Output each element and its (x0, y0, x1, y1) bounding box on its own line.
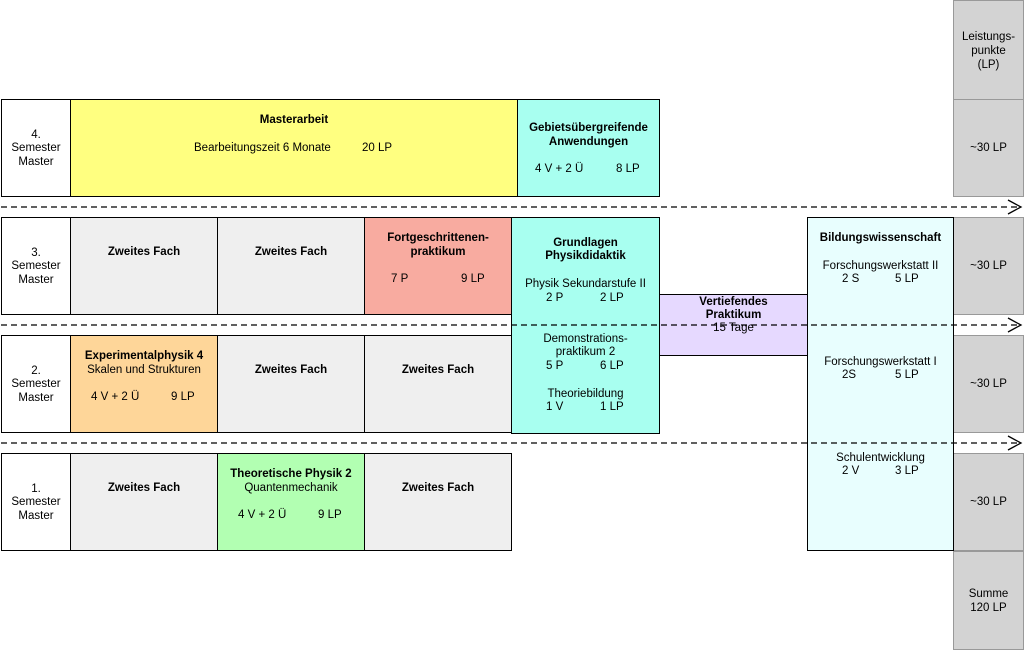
masterarbeit-duration: Bearbeitungszeit 6 Monate (194, 142, 331, 154)
masterarbeit-lp: 20 LP (362, 142, 393, 154)
semester-label-4: 4. Semester Master (1, 99, 71, 197)
module-masterarbeit: Masterarbeit Bearbeitungszeit 6 Monate 2… (70, 99, 518, 197)
lp-semester-4: ~30 LP (953, 99, 1024, 197)
module-zweites-fach-s1-b: Zweites Fach (364, 453, 512, 551)
arrow-head-2-1 (1007, 435, 1023, 451)
lp-semester-3: ~30 LP (953, 217, 1024, 315)
module-zweites-fach-s2-b: Zweites Fach (364, 335, 512, 433)
bildung-item-name: Forschungswerkstatt II (822, 260, 939, 272)
semester-label-3: 3. Semester Master (1, 217, 71, 315)
lp-header: Leistungs- punkte (LP) (953, 0, 1024, 100)
module-fortgeschrittenenpraktikum: Fortgeschrittenen- praktikum 7 P 9 LP (364, 217, 512, 315)
lp-semester-1: ~30 LP (953, 453, 1024, 551)
semester-label-1: 1. Semester Master (1, 453, 71, 551)
module-zweites-fach-s3-b: Zweites Fach (217, 217, 365, 315)
module-bildungswissenschaft: Bildungswissenschaft Forschungswerkstatt… (807, 217, 954, 551)
arrow-head-3-2 (1007, 317, 1023, 333)
module-experimentalphysik-4: Experimentalphysik 4 Skalen und Struktur… (70, 335, 218, 433)
arrow-head-4-3 (1007, 199, 1023, 215)
lp-sum: Summe 120 LP (953, 551, 1024, 650)
module-zweites-fach-s2-a: Zweites Fach (217, 335, 365, 433)
grundlagen-item-name: Demonstrations- (543, 333, 628, 345)
lp-semester-2: ~30 LP (953, 335, 1024, 433)
bildung-item-name: Forschungswerkstatt I (824, 356, 937, 368)
module-gebietsuebergreifende-anwendungen: Gebietsübergreifende Anwendungen 4 V + 2… (517, 99, 660, 197)
grundlagen-item-name: Theoriebildung (547, 388, 624, 400)
bildung-item-name: Schulentwicklung (836, 452, 925, 464)
module-zweites-fach-s3-a: Zweites Fach (70, 217, 218, 315)
grundlagen-item-name: Physik Sekundarstufe II (525, 278, 646, 290)
semester-label-2: 2. Semester Master (1, 335, 71, 433)
module-theoretische-physik-2: Theoretische Physik 2 Quantenmechanik 4 … (217, 453, 365, 551)
